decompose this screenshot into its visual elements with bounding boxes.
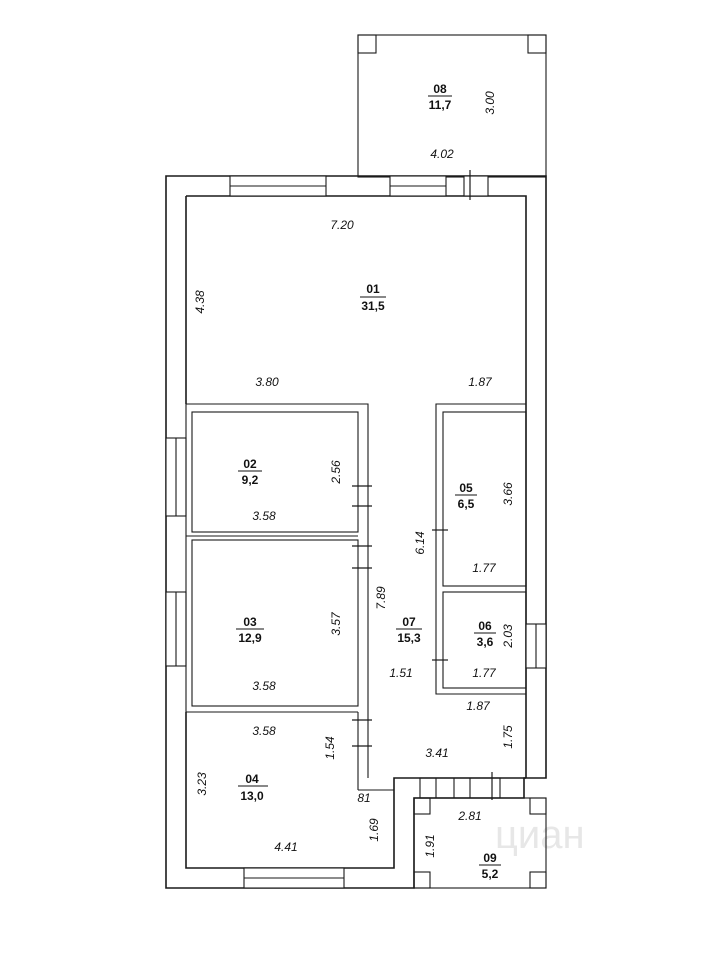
- room-number: 04: [245, 772, 259, 786]
- room-number: 02: [243, 457, 257, 471]
- room-number: 03: [243, 615, 257, 629]
- room-label-05: 05 6,5: [455, 481, 477, 511]
- dim-label: 1.91: [423, 834, 437, 857]
- room-label-03: 03 12,9: [236, 615, 264, 645]
- dim-label: 3.57: [329, 611, 343, 636]
- dim-label: 6.14: [413, 531, 427, 555]
- dim-label: 3.66: [501, 482, 515, 506]
- room-area: 15,3: [397, 631, 421, 645]
- right-window: [525, 623, 547, 669]
- room-label-04: 04 13,0: [238, 772, 268, 803]
- room-label-09: 09 5,2: [479, 851, 501, 881]
- room-area: 13,0: [240, 789, 264, 803]
- watermark: циан: [495, 813, 585, 857]
- dim-label: 3.80: [255, 375, 279, 389]
- room-area: 12,9: [238, 631, 262, 645]
- dim-label: 3.41: [425, 746, 448, 760]
- dim-label: 2.81: [457, 809, 481, 823]
- room-number: 08: [433, 82, 447, 96]
- room-label-06: 06 3,6: [474, 619, 496, 649]
- dim-label: 1.87: [468, 375, 493, 389]
- room-area: 9,2: [242, 473, 259, 487]
- dim-label: 1.54: [323, 736, 337, 760]
- dimension-labels: 3.00 4.02 7.20 4.38 3.80 1.87 2.56 3.58 …: [193, 91, 515, 858]
- dim-label: 1.75: [501, 725, 515, 749]
- room-number: 07: [402, 615, 416, 629]
- dim-label: 1.77: [472, 666, 497, 680]
- dim-label: 7.20: [330, 218, 354, 232]
- dim-label: 3.00: [483, 91, 497, 115]
- room-label-07: 07 15,3: [396, 615, 422, 645]
- dim-label: 2.56: [329, 460, 343, 485]
- room-number: 01: [366, 282, 380, 296]
- dim-label: 81: [357, 791, 370, 805]
- room-label-02: 02 9,2: [238, 457, 262, 487]
- room-number: 09: [483, 851, 497, 865]
- room-09-walls: [413, 772, 547, 889]
- room-08-walls: [357, 34, 547, 178]
- dim-label: 4.41: [274, 840, 297, 854]
- room-area: 6,5: [458, 497, 475, 511]
- dim-label: 7.89: [374, 586, 388, 610]
- room-number: 06: [478, 619, 492, 633]
- left-windows: [165, 437, 187, 667]
- room-number: 05: [459, 481, 473, 495]
- bottom-window: [243, 867, 345, 889]
- dim-label: 3.58: [252, 679, 276, 693]
- interior-walls: [185, 403, 527, 791]
- dim-label: 4.38: [193, 290, 207, 314]
- dim-label: 3.23: [195, 772, 209, 796]
- dim-label: 4.02: [430, 147, 454, 161]
- dim-label: 3.58: [252, 724, 276, 738]
- room-area: 31,5: [361, 299, 385, 313]
- top-windows: [229, 170, 489, 200]
- dim-label: 1.87: [466, 699, 491, 713]
- room-label-01: 01 31,5: [360, 282, 386, 313]
- room-area: 3,6: [477, 635, 494, 649]
- dim-label: 2.03: [501, 624, 515, 649]
- dim-label: 1.51: [389, 666, 412, 680]
- room-label-08: 08 11,7: [428, 82, 452, 112]
- dim-label: 3.58: [252, 509, 276, 523]
- dim-label: 1.69: [367, 818, 381, 842]
- room-area: 5,2: [482, 867, 499, 881]
- room-area: 11,7: [429, 98, 452, 112]
- dim-label: 1.77: [472, 561, 497, 575]
